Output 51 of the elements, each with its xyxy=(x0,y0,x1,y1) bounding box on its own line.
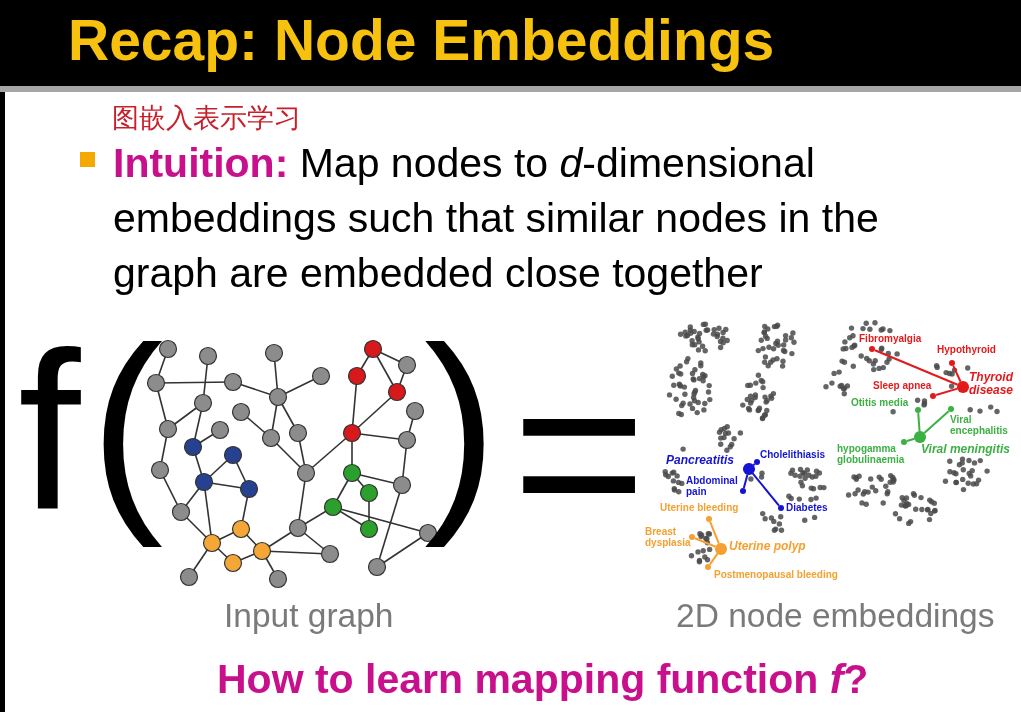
highlighted-point-icon xyxy=(957,381,969,393)
bullet-text: Intuition: Map nodes to d-dimensional embeddings such that similar nodes in the graph are embedded close together xyxy=(113,139,880,298)
point-label: Diabetes xyxy=(786,503,828,514)
connector-line xyxy=(742,473,749,489)
highlighted-point-icon xyxy=(743,463,755,475)
slide-title: Recap: Node Embeddings xyxy=(68,7,775,73)
connector-line xyxy=(923,410,950,435)
point-label: Breast dysplasia xyxy=(645,527,691,549)
point-label: hypogamma globulinaemia xyxy=(837,444,905,466)
point-label: Pancreatitis xyxy=(666,454,735,467)
function-symbol: f xyxy=(18,319,81,544)
highlighted-point-icon xyxy=(914,431,926,443)
connector-line xyxy=(708,552,719,566)
opening-parenthesis: ( xyxy=(90,301,164,550)
point-label: Postmenopausal bleeding xyxy=(714,570,838,581)
highlighted-point-icon xyxy=(705,515,713,523)
point-label: Thyroid disease xyxy=(969,371,1014,397)
figure-caption: 2D node embeddings xyxy=(676,596,995,636)
connector-line xyxy=(873,349,959,386)
point-label: Sleep apnea xyxy=(873,381,932,392)
connector-line xyxy=(952,364,962,383)
highlighted-point-icon xyxy=(739,487,747,495)
connector-line xyxy=(917,412,921,433)
point-label: Cholelithiasis xyxy=(760,450,825,461)
highlighted-point-icon xyxy=(900,438,908,446)
closing-parenthesis: ) xyxy=(424,301,498,550)
highlighted-point-icon xyxy=(914,406,922,414)
point-label: Abdominal pain xyxy=(686,476,738,498)
connector-line xyxy=(935,387,959,397)
figure-caption: Input graph xyxy=(224,596,394,636)
highlighted-point-icon xyxy=(777,504,785,512)
highlighted-point-icon xyxy=(948,359,956,367)
highlighted-point-icon xyxy=(947,405,955,413)
highlighted-point-icon xyxy=(753,458,761,466)
highlighted-point-icon xyxy=(715,543,727,555)
point-label: Fibromyalgia xyxy=(859,334,922,345)
highlighted-point-icon xyxy=(929,392,937,400)
connector-line xyxy=(752,463,756,467)
point-label: Uterine bleeding xyxy=(660,503,739,514)
handwritten-note: 图嵌入表示学习 xyxy=(112,102,301,135)
point-label: Hypothyroid xyxy=(937,345,996,356)
connector-line xyxy=(693,537,717,548)
point-label: Uterine polyp xyxy=(729,540,806,553)
connector-line xyxy=(751,472,780,507)
point-label: Viral encephalitis xyxy=(950,415,1008,437)
question-text: How to learn mapping function f? xyxy=(217,655,869,704)
point-label: Otitis media xyxy=(851,398,909,409)
highlighted-point-icon xyxy=(868,345,876,353)
connector-line xyxy=(709,520,720,545)
point-label: Viral meningitis xyxy=(921,443,1010,456)
highlighted-point-icon xyxy=(704,563,712,571)
